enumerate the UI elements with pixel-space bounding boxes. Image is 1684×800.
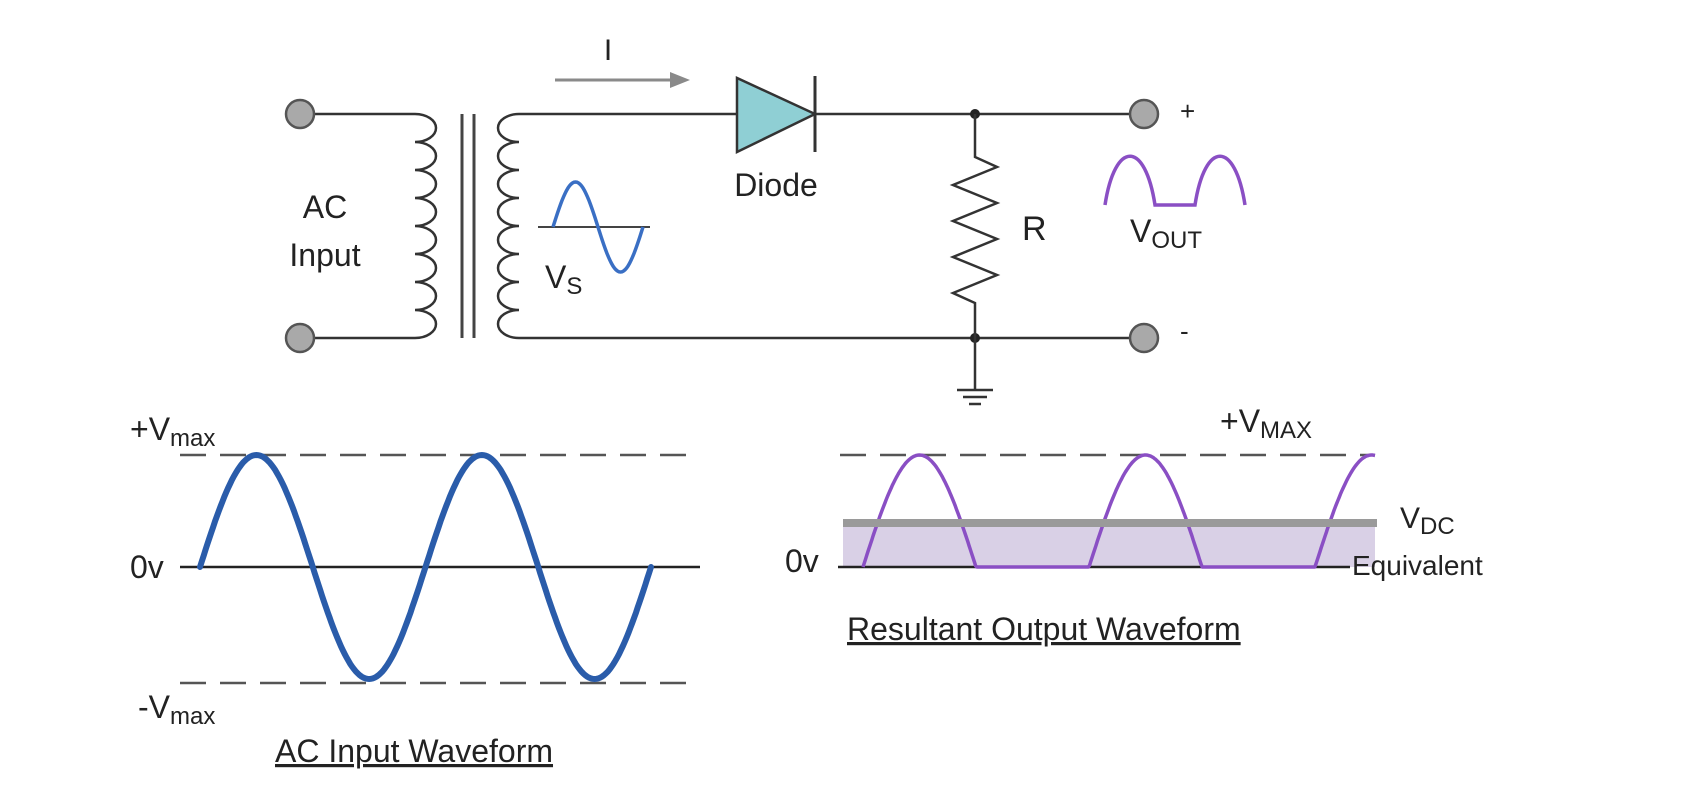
vout-label-main: V [1130,213,1152,249]
plus-label: + [1180,96,1195,126]
output-waveform-caption: Resultant Output Waveform [847,611,1241,647]
resistor-label: R [1022,210,1047,248]
circuit: I AC Input VS Diode R [284,34,1247,406]
output-rectified-wave [861,453,1376,569]
ac-input-waveform: +Vmax 0v -Vmax AC Input Waveform [130,411,700,769]
vs-label-sub: S [566,273,582,300]
input-vmax-pos-label: +Vmax [130,411,215,452]
input-zero-label: 0v [130,549,164,585]
input-vmax-neg-sub: max [170,703,215,730]
dc-equivalent-fill [843,523,1375,567]
output-vmax-label: +VMAX [1220,403,1312,444]
vdc-label-sub: DC [1420,513,1455,540]
ac-input-label-line2: Input [289,237,360,273]
equivalent-label: Equivalent [1352,550,1483,581]
input-sine-wave [197,451,654,683]
ac-input-terminal-bottom [284,322,316,354]
ac-input-label-line1: AC [303,189,347,225]
ac-input-terminal-top [284,98,316,130]
vs-label-main: V [545,259,567,295]
input-waveform-caption: AC Input Waveform [275,733,553,769]
vs-label: VS [545,259,582,300]
vout-label-sub: OUT [1151,227,1202,254]
current-arrow-head [670,72,690,88]
vout-wave-icon [1103,154,1247,207]
output-vmax-main: +V [1220,403,1261,439]
vout-label: VOUT [1130,213,1202,254]
output-terminal-positive [1128,98,1160,130]
output-zero-label: 0v [785,543,819,579]
minus-label: - [1180,316,1189,346]
ground-icon [957,388,993,406]
vdc-label: VDC [1400,502,1455,540]
primary-coil [414,112,438,340]
vs-sine-wave [551,180,645,274]
input-vmax-neg-label: -Vmax [138,689,215,730]
input-vmax-pos-sub: max [170,425,215,452]
output-waveform: +VMAX 0v VDC Equivalent Resultant Output… [785,403,1483,647]
current-label: I [604,34,612,67]
output-vmax-sub: MAX [1260,417,1312,444]
diode-label: Diode [734,167,818,203]
resistor-symbol [949,114,1001,338]
secondary-coil [496,112,520,340]
input-vmax-pos-main: +V [130,411,171,447]
output-terminal-negative [1128,322,1160,354]
diode-symbol [735,76,818,154]
vdc-label-main: V [1400,502,1420,535]
input-vmax-neg-main: -V [138,689,171,725]
